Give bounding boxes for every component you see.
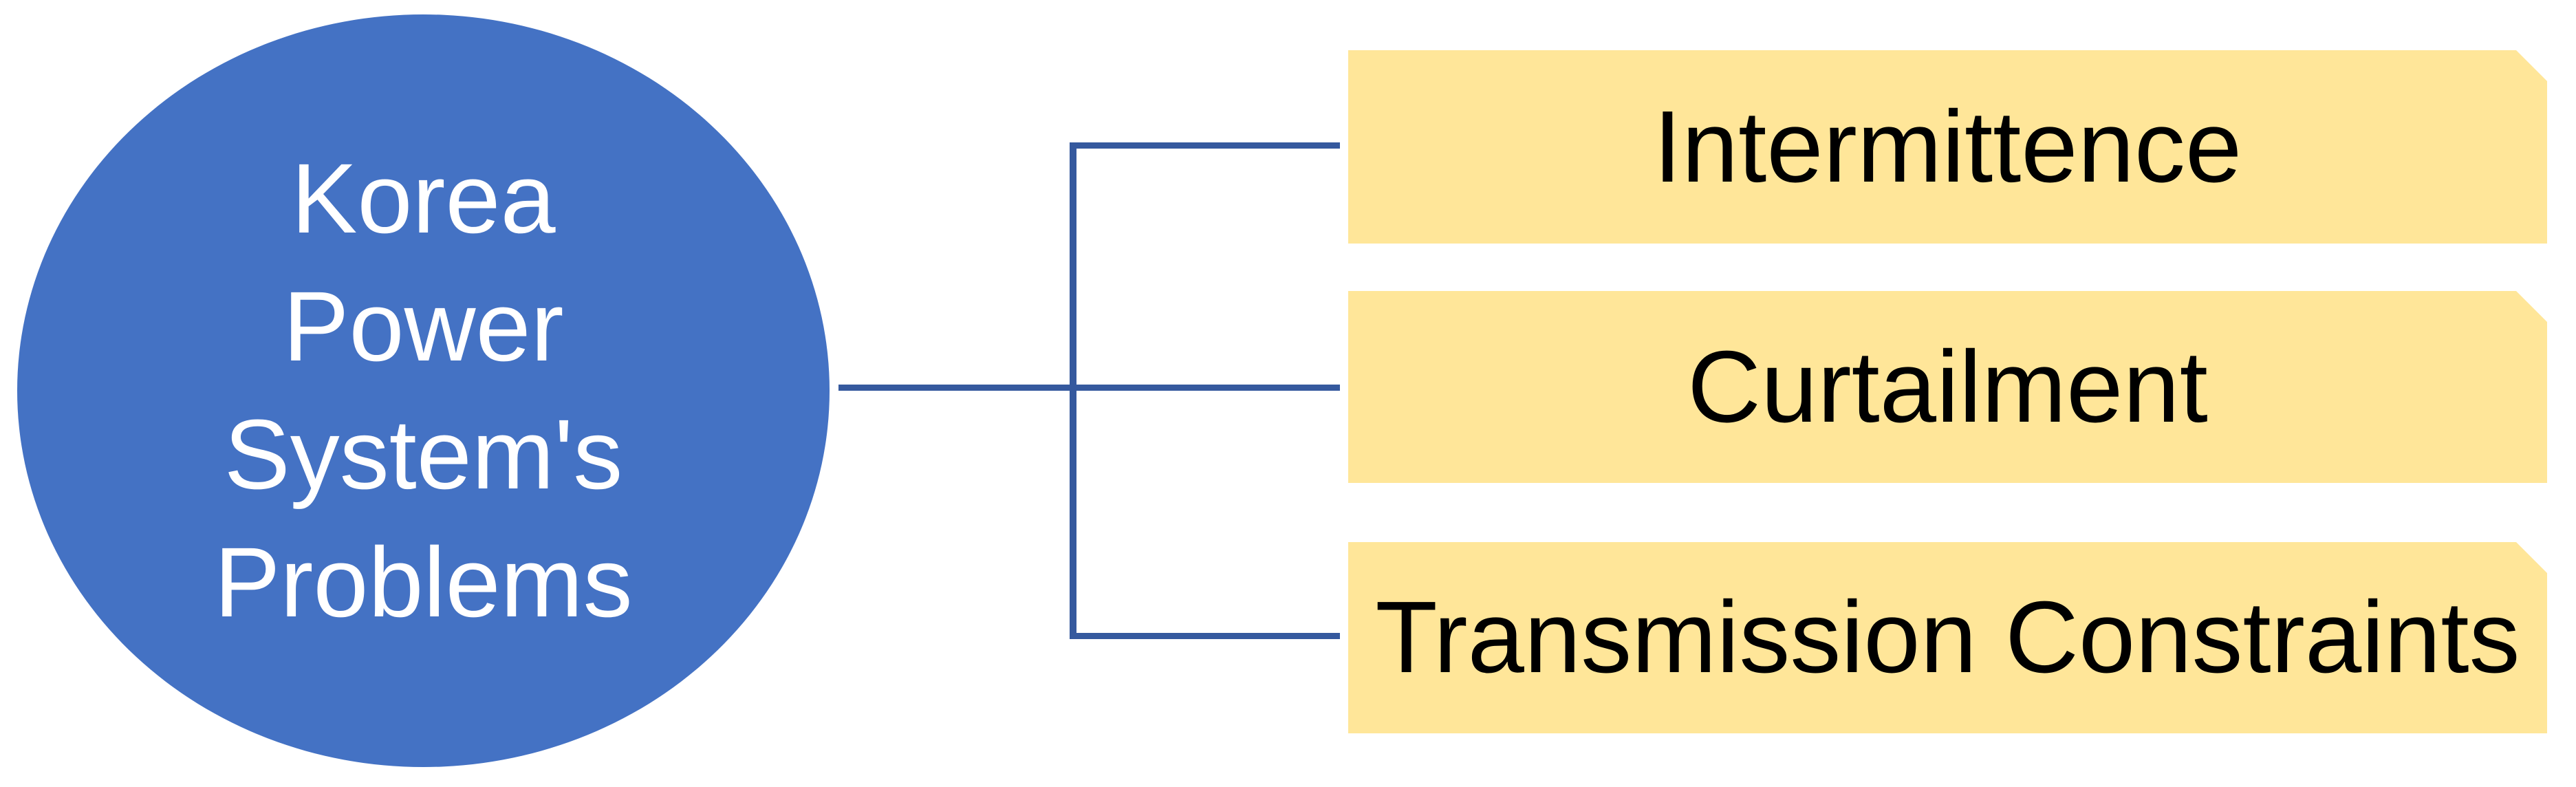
branch-node-transmission-constraints: Transmission Constraints: [1348, 542, 2547, 733]
root-label-line-2: Power: [283, 271, 564, 382]
connector-middle-branch: [838, 385, 1340, 391]
connector-bottom-branch: [1070, 633, 1340, 639]
root-node-label: Korea Power System's Problems: [214, 135, 632, 647]
branch-label-transmission-constraints: Transmission Constraints: [1375, 581, 2520, 694]
branch-label-curtailment: Curtailment: [1687, 330, 2208, 444]
root-label-line-1: Korea: [291, 143, 556, 254]
root-label-line-4: Problems: [214, 527, 633, 638]
root-label-line-3: System's: [224, 399, 623, 510]
connector-trunk: [1070, 142, 1076, 639]
connector-top-branch: [1070, 142, 1340, 149]
root-node-ellipse: Korea Power System's Problems: [17, 14, 830, 767]
branch-node-curtailment: Curtailment: [1348, 291, 2547, 483]
branch-label-intermittence: Intermittence: [1653, 89, 2242, 204]
branch-node-intermittence: Intermittence: [1348, 50, 2547, 244]
